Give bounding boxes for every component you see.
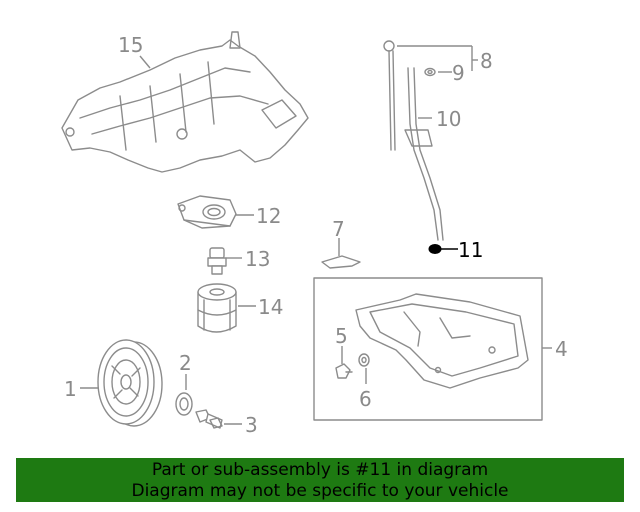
intake-manifold-part-15[interactable] [61,31,309,173]
oil-filter-part-14[interactable] [197,283,237,333]
callout-10[interactable]: 10 [436,107,461,131]
callout-5[interactable]: 5 [335,324,348,348]
washer-part-2[interactable] [175,392,193,416]
baffle-part-7[interactable] [321,255,361,269]
callout-8[interactable]: 8 [480,49,493,73]
callout-14[interactable]: 14 [258,295,283,319]
callout-9[interactable]: 9 [452,61,465,85]
o-ring-part-9[interactable] [424,67,436,77]
parts-diagram: 15 8 9 10 11 12 13 [61,31,568,437]
callout-7[interactable]: 7 [332,217,345,241]
banner-line-part-number: Part or sub-assembly is #11 in diagram [151,460,489,480]
seal-part-11[interactable] [428,244,442,254]
leader-15 [139,55,151,69]
callout-1[interactable]: 1 [64,377,77,401]
callout-4[interactable]: 4 [555,337,568,361]
banner-line-disclaimer: Diagram may not be specific to your vehi… [131,481,509,501]
pulley-bolt-part-3[interactable] [195,409,223,429]
oil-dipstick-part-8[interactable] [383,40,396,151]
part-info-banner: Part or sub-assembly is #11 in diagram D… [16,458,624,502]
dipstick-tube-part-10[interactable] [404,67,444,241]
oil-pressure-sensor-part-13[interactable] [207,247,227,275]
callout-6[interactable]: 6 [359,387,372,411]
drain-plug-gasket-part-6[interactable] [358,353,370,367]
crankshaft-pulley-part-1[interactable] [97,339,163,427]
oil-pan-part-4[interactable] [355,293,529,389]
oil-pan-frame-part-4[interactable] [313,277,543,421]
drain-plug-part-5[interactable] [335,363,353,379]
callout-2[interactable]: 2 [179,351,192,375]
oil-cooler-part-12[interactable] [177,195,237,229]
callout-15[interactable]: 15 [118,33,143,57]
callout-3[interactable]: 3 [245,413,258,437]
callout-13[interactable]: 13 [245,247,270,271]
callout-11[interactable]: 11 [458,238,483,262]
callout-12[interactable]: 12 [256,204,281,228]
